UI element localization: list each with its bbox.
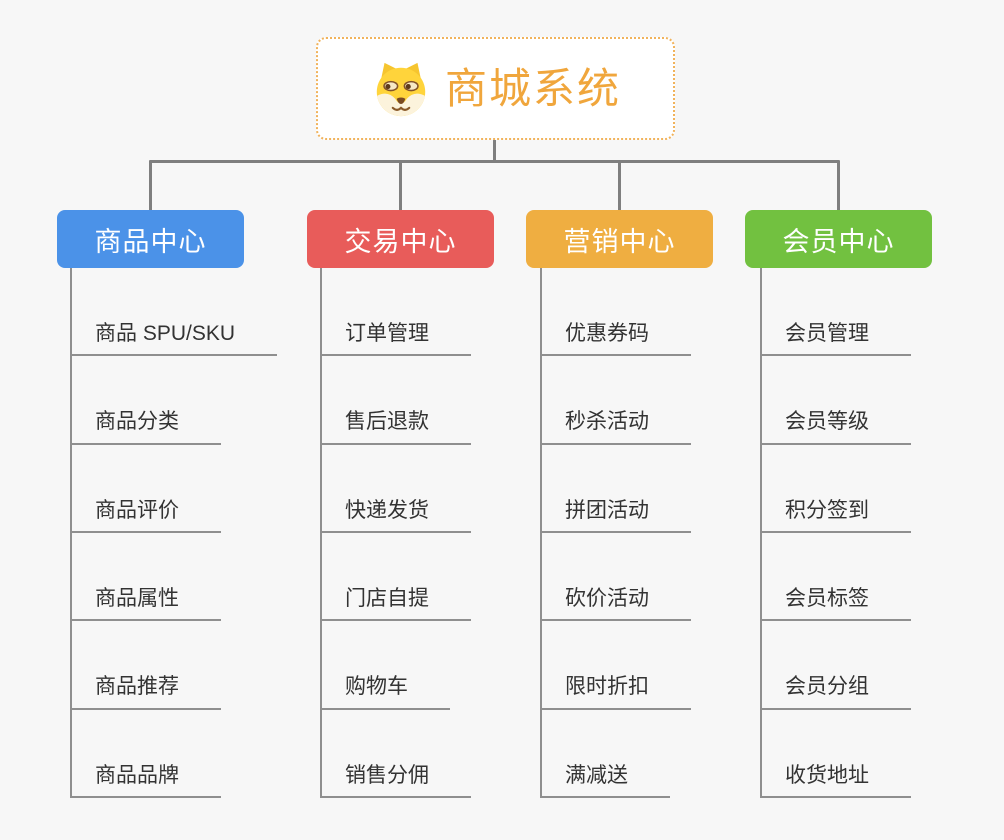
branch-node-marketing-center[interactable]: 营销中心 xyxy=(526,210,713,268)
branch-node-trade-center[interactable]: 交易中心 xyxy=(307,210,494,268)
branch-label: 会员中心 xyxy=(782,226,895,257)
leaf-node[interactable]: 会员管理 xyxy=(761,320,911,357)
leaf-node[interactable]: 快递发货 xyxy=(321,497,471,533)
branch-children-trade-center: 订单管理 售后退款 快递发货 门店自提 购物车 销售分佣 xyxy=(320,268,471,798)
branch-node-product-center[interactable]: 商品中心 xyxy=(57,210,244,268)
leaf-node[interactable]: 会员标签 xyxy=(761,585,911,622)
leaf-node[interactable]: 门店自提 xyxy=(321,585,471,622)
leaf-node[interactable]: 购物车 xyxy=(321,673,450,710)
branch-children-product-center: 商品 SPU/SKU 商品分类 商品评价 商品属性 商品推荐 商品品牌 xyxy=(70,268,278,798)
branch-label: 商品中心 xyxy=(94,226,207,257)
connector-trunk-line xyxy=(760,268,762,798)
connector-horizontal-rail xyxy=(149,160,840,163)
leaf-node[interactable]: 商品品牌 xyxy=(71,762,221,798)
leaf-node[interactable]: 商品属性 xyxy=(71,585,221,622)
leaf-node[interactable]: 商品分类 xyxy=(71,408,221,445)
branch-label: 交易中心 xyxy=(344,226,457,257)
leaf-node[interactable]: 积分签到 xyxy=(761,497,911,533)
connector-trunk-line xyxy=(70,268,72,798)
leaf-node[interactable]: 商品推荐 xyxy=(71,673,221,710)
connector-drop-marketing-center xyxy=(618,160,621,212)
leaf-node[interactable]: 销售分佣 xyxy=(321,762,471,798)
branch-children-marketing-center: 优惠券码 秒杀活动 拼团活动 砍价活动 限时折扣 满减送 xyxy=(540,268,691,798)
connector-drop-product-center xyxy=(149,160,152,212)
leaf-node[interactable]: 秒杀活动 xyxy=(541,408,691,445)
dog-face-icon xyxy=(376,62,426,116)
leaf-node[interactable]: 砍价活动 xyxy=(541,585,691,622)
connector-drop-member-center xyxy=(837,160,840,212)
leaf-node[interactable]: 满减送 xyxy=(541,762,670,798)
connector-root-trunk xyxy=(493,139,496,163)
leaf-node[interactable]: 商品评价 xyxy=(71,497,221,533)
branch-label: 营销中心 xyxy=(563,226,676,257)
connector-trunk-line xyxy=(320,268,322,798)
leaf-node[interactable]: 会员等级 xyxy=(761,408,911,445)
leaf-node[interactable]: 优惠券码 xyxy=(541,320,691,357)
branch-children-member-center: 会员管理 会员等级 积分签到 会员标签 会员分组 收货地址 xyxy=(760,268,911,798)
leaf-node[interactable]: 收货地址 xyxy=(761,762,911,798)
leaf-node[interactable]: 售后退款 xyxy=(321,408,471,445)
root-node-mall-system[interactable]: 商城系统 xyxy=(316,37,675,140)
connector-trunk-line xyxy=(540,268,542,798)
leaf-node[interactable]: 订单管理 xyxy=(321,320,471,357)
branch-node-member-center[interactable]: 会员中心 xyxy=(745,210,932,268)
leaf-node[interactable]: 拼团活动 xyxy=(541,497,691,533)
leaf-node[interactable]: 限时折扣 xyxy=(541,673,691,710)
leaf-node[interactable]: 会员分组 xyxy=(761,673,911,710)
leaf-node[interactable]: 商品 SPU/SKU xyxy=(71,320,278,357)
root-title: 商城系统 xyxy=(444,64,621,112)
connector-drop-trade-center xyxy=(399,160,402,212)
